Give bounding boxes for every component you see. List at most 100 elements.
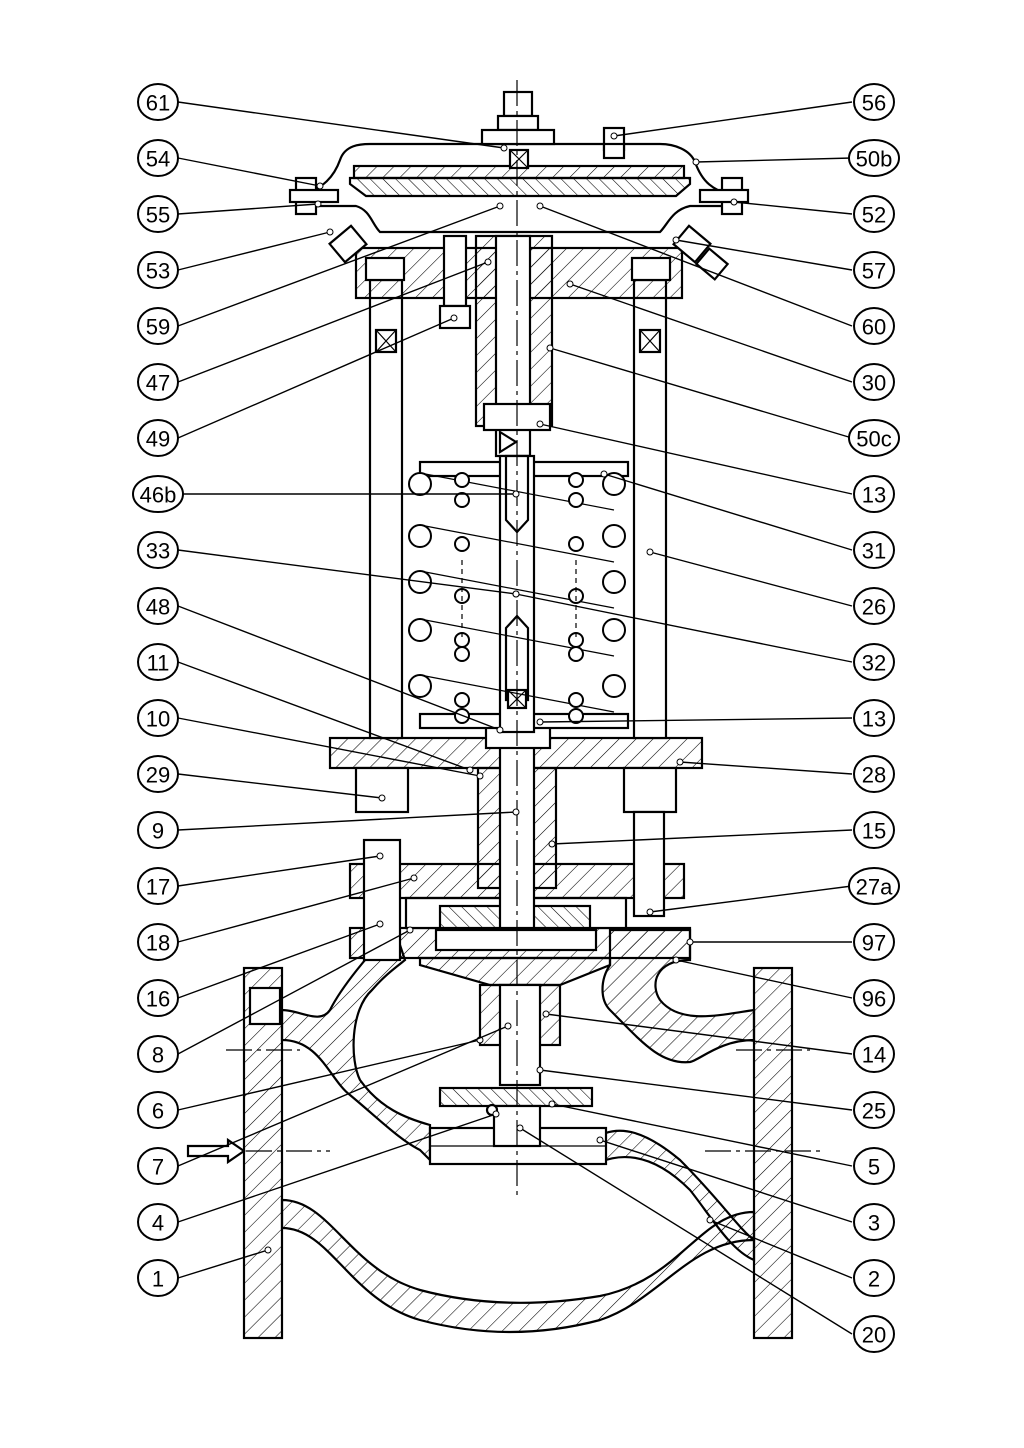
leader-line bbox=[695, 157, 853, 163]
callout-left-15: 17 bbox=[137, 867, 179, 905]
leader-dot bbox=[466, 766, 474, 774]
callout-label: 55 bbox=[146, 203, 170, 228]
leader-line bbox=[679, 761, 853, 775]
callout-left-14: 9 bbox=[137, 811, 179, 849]
callout-left-3: 55 bbox=[137, 195, 179, 233]
callout-label: 53 bbox=[146, 259, 170, 284]
callout-label: 47 bbox=[146, 371, 170, 396]
callout-right-12: 13 bbox=[853, 699, 895, 737]
leader-line bbox=[539, 717, 853, 723]
callout-left-10: 48 bbox=[137, 587, 179, 625]
leader-line bbox=[515, 593, 853, 663]
leader-line bbox=[177, 923, 381, 999]
leader-line bbox=[177, 929, 411, 1055]
callout-label: 28 bbox=[862, 763, 886, 788]
leader-dot bbox=[512, 590, 520, 598]
leader-dot bbox=[326, 228, 334, 236]
leader-line bbox=[709, 1219, 853, 1279]
callout-left-20: 7 bbox=[137, 1147, 179, 1185]
callout-label: 50c bbox=[856, 427, 891, 452]
callout-label: 4 bbox=[152, 1211, 164, 1236]
leader-line bbox=[539, 423, 853, 495]
leader-line bbox=[551, 1103, 853, 1167]
leader-dot bbox=[516, 1124, 524, 1132]
leader-line bbox=[177, 261, 489, 383]
callout-label: 31 bbox=[862, 539, 886, 564]
leader-dot bbox=[376, 920, 384, 928]
callout-label: 96 bbox=[862, 987, 886, 1012]
callout-label: 52 bbox=[862, 203, 886, 228]
leader-dot bbox=[706, 1216, 714, 1224]
leader-line bbox=[177, 205, 501, 327]
callout-label: 48 bbox=[146, 595, 170, 620]
callout-label: 8 bbox=[152, 1043, 164, 1068]
callout-label: 60 bbox=[862, 315, 886, 340]
callout-right-21: 3 bbox=[853, 1203, 895, 1241]
leader-line bbox=[599, 1139, 853, 1223]
leader-line bbox=[545, 1013, 853, 1055]
callout-label: 27a bbox=[856, 875, 893, 900]
callout-label: 30 bbox=[862, 371, 886, 396]
callout-right-19: 25 bbox=[853, 1091, 895, 1129]
callout-label: 32 bbox=[862, 651, 886, 676]
leader-dot bbox=[496, 202, 504, 210]
leader-line bbox=[177, 1025, 509, 1167]
callout-right-17: 96 bbox=[853, 979, 895, 1017]
leader-dot bbox=[406, 926, 414, 934]
callout-label: 16 bbox=[146, 987, 170, 1012]
callout-label: 26 bbox=[862, 595, 886, 620]
leader-line bbox=[569, 283, 853, 383]
callout-label: 54 bbox=[146, 147, 170, 172]
callout-left-21: 4 bbox=[137, 1203, 179, 1241]
leader-line bbox=[177, 157, 321, 187]
callout-left-4: 53 bbox=[137, 251, 179, 289]
callout-right-9: 31 bbox=[853, 531, 895, 569]
callout-label: 11 bbox=[147, 651, 170, 676]
leader-dot bbox=[536, 202, 544, 210]
callout-left-13: 29 bbox=[137, 755, 179, 793]
leader-dot bbox=[646, 548, 654, 556]
leader-dot bbox=[646, 908, 654, 916]
leader-dot bbox=[536, 718, 544, 726]
leader-dot bbox=[314, 200, 322, 208]
callout-label: 13 bbox=[862, 707, 886, 732]
callout-label: 20 bbox=[862, 1323, 886, 1348]
callout-label: 57 bbox=[862, 259, 886, 284]
leader-line bbox=[675, 959, 853, 999]
leader-line bbox=[519, 1127, 853, 1335]
leader-dot bbox=[672, 956, 680, 964]
callout-right-16: 97 bbox=[853, 923, 895, 961]
callout-right-8: 13 bbox=[853, 475, 895, 513]
leader-dot bbox=[500, 144, 508, 152]
callout-label: 15 bbox=[862, 819, 886, 844]
leader-line bbox=[177, 877, 415, 943]
leader-dot bbox=[548, 1100, 556, 1108]
leader-dot bbox=[536, 1066, 544, 1074]
leader-dot bbox=[676, 758, 684, 766]
callout-label: 49 bbox=[146, 427, 170, 452]
leader-dot bbox=[376, 852, 384, 860]
leader-line bbox=[177, 661, 471, 771]
callout-label: 46b bbox=[140, 483, 177, 508]
leader-line bbox=[613, 101, 853, 137]
leader-dot bbox=[730, 198, 738, 206]
callout-right-23: 20 bbox=[853, 1315, 895, 1353]
leader-line bbox=[177, 101, 505, 149]
callout-right-6: 30 bbox=[853, 363, 895, 401]
leader-dot bbox=[686, 938, 694, 946]
leader-dot bbox=[536, 420, 544, 428]
callout-right-18: 14 bbox=[853, 1035, 895, 1073]
callout-right-3: 52 bbox=[853, 195, 895, 233]
callout-right-7: 50c bbox=[848, 419, 900, 457]
leader-line bbox=[177, 1039, 481, 1111]
leader-dot bbox=[484, 258, 492, 266]
callout-left-6: 47 bbox=[137, 363, 179, 401]
callout-label: 61 bbox=[146, 91, 170, 116]
leader-dot bbox=[450, 314, 458, 322]
leader-line bbox=[549, 347, 853, 439]
callout-left-9: 33 bbox=[137, 531, 179, 569]
callout-right-10: 26 bbox=[853, 587, 895, 625]
callout-left-5: 59 bbox=[137, 307, 179, 345]
leader-line bbox=[177, 549, 517, 595]
